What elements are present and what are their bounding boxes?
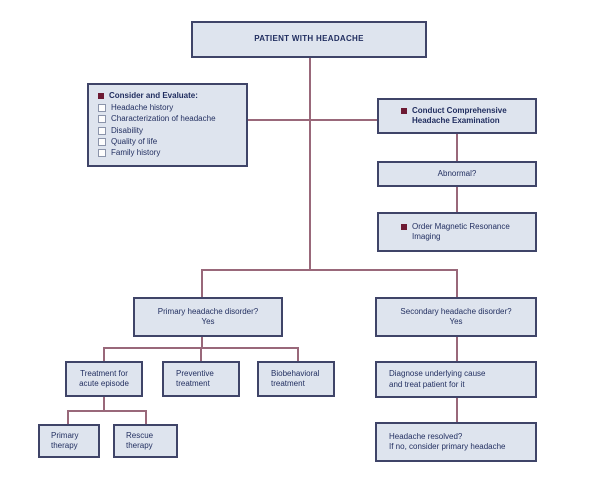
consider-item-label: Family history: [111, 148, 161, 158]
node-preventive-treatment: Preventive treatment: [162, 361, 240, 397]
checkbox-icon: [98, 115, 106, 124]
connector-line: [456, 336, 458, 363]
filled-square-icon: [401, 107, 407, 114]
connector-line: [201, 269, 203, 299]
connector-line: [297, 347, 299, 363]
node-treatment-acute-episode: Treatment for acute episode: [65, 361, 143, 397]
node-primary-headache-disorder: Primary headache disorder? Yes: [133, 297, 283, 337]
node-primary-therapy: Primary therapy: [38, 424, 100, 458]
node-order-mri: Order Magnetic Resonance Imaging: [377, 212, 537, 252]
consider-item: Headache history: [98, 103, 240, 113]
connector-line: [200, 347, 202, 363]
connector-line: [456, 186, 458, 213]
node-secondary-headache-disorder: Secondary headache disorder? Yes: [375, 297, 537, 337]
checkbox-icon: [98, 103, 106, 112]
filled-square-icon: [98, 93, 104, 100]
consider-item: Family history: [98, 148, 240, 158]
conduct-content: Conduct Comprehensive Headache Examinati…: [401, 106, 531, 127]
node-rescue-therapy: Rescue therapy: [113, 424, 178, 458]
connector-line: [246, 119, 377, 121]
filled-square-icon: [401, 223, 407, 230]
consider-item: Disability: [98, 126, 240, 136]
node-label: Abnormal?: [437, 168, 477, 178]
node-diagnose-underlying-cause: Diagnose underlying cause and treat pati…: [375, 361, 537, 398]
checkbox-icon: [98, 126, 106, 135]
connector-line: [103, 347, 105, 363]
consider-header-label: Consider and Evaluate:: [109, 91, 198, 101]
consider-item-label: Characterization of headache: [111, 114, 216, 124]
consider-item: Quality of life: [98, 137, 240, 147]
consider-item-label: Quality of life: [111, 136, 158, 146]
connector-line: [145, 410, 147, 426]
node-biobehavioral-treatment: Biobehavioral treatment: [257, 361, 335, 397]
connector-line: [103, 395, 105, 412]
connector-line: [67, 410, 147, 412]
connector-line: [456, 132, 458, 163]
consider-item-label: Disability: [111, 125, 144, 135]
checkbox-icon: [98, 137, 106, 146]
connector-line: [456, 269, 458, 299]
node-consider-and-evaluate: Consider and Evaluate: Headache history …: [87, 83, 248, 167]
connector-line: [67, 410, 69, 426]
connector-line: [309, 57, 311, 271]
node-conduct-examination: Conduct Comprehensive Headache Examinati…: [377, 98, 537, 134]
node-label: Conduct Comprehensive Headache Examinati…: [412, 105, 507, 125]
node-abnormal: Abnormal?: [377, 161, 537, 187]
connector-line: [201, 336, 203, 348]
node-label: Order Magnetic Resonance Imaging: [412, 221, 510, 241]
consider-header-row: Consider and Evaluate:: [98, 91, 240, 101]
node-label: PATIENT WITH HEADACHE: [254, 34, 364, 44]
mri-content: Order Magnetic Resonance Imaging: [401, 222, 531, 243]
checkbox-icon: [98, 149, 106, 158]
consider-item-label: Headache history: [111, 102, 174, 112]
node-patient-with-headache: PATIENT WITH HEADACHE: [191, 21, 427, 58]
node-headache-resolved: Headache resolved? If no, consider prima…: [375, 422, 537, 462]
connector-line: [456, 397, 458, 424]
connector-line: [201, 269, 458, 271]
consider-item: Characterization of headache: [98, 114, 240, 124]
